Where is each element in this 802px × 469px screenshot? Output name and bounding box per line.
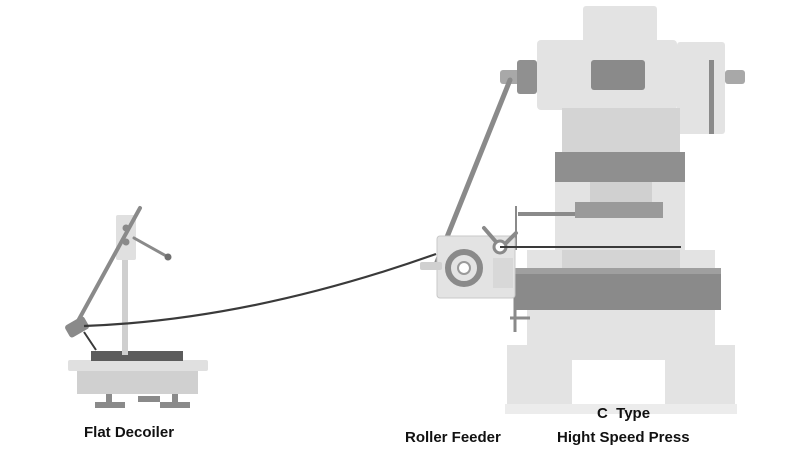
press-slide-frame xyxy=(562,108,680,158)
label-press-type: C Type xyxy=(597,405,651,422)
press-crown-side-box xyxy=(677,42,725,134)
feeder-adjuster-arm-left xyxy=(482,226,499,245)
press-lower-die xyxy=(562,250,680,270)
roller-feeder xyxy=(420,77,518,299)
press-bolster-front xyxy=(515,268,721,274)
decoiler-foot-mid xyxy=(138,396,160,402)
press-right-shaft xyxy=(725,70,745,84)
decoiler-mast xyxy=(122,255,128,355)
label-roller-feeder: Roller Feeder xyxy=(405,429,501,446)
feeder-right-bracket xyxy=(493,258,513,288)
label-press-name: Hight Speed Press xyxy=(557,429,690,446)
decoiler-balance-arm xyxy=(132,236,170,259)
press-left-shaft xyxy=(500,70,522,84)
c-type-press xyxy=(500,6,745,414)
press-bolster xyxy=(515,268,721,310)
decoiler-table xyxy=(68,360,208,371)
press-crown-window xyxy=(591,60,645,90)
decoiler-tension-roller xyxy=(65,316,89,338)
decoiler-base xyxy=(77,370,198,394)
flat-decoiler xyxy=(65,206,208,408)
press-crown-top xyxy=(583,6,657,46)
press-base-plate xyxy=(505,404,737,414)
press-left-hub xyxy=(517,60,537,94)
decoiler-foot-post-right xyxy=(172,392,178,404)
feeder-roller-hub xyxy=(457,261,471,275)
press-slide-block xyxy=(555,152,685,182)
decoiler-coil-plate xyxy=(91,351,183,361)
press-ram-neck xyxy=(590,182,652,202)
decoiler-foot-post-left xyxy=(106,392,112,404)
decoiler-foot-right xyxy=(160,402,190,408)
material-strip xyxy=(83,252,437,328)
decoiler-balance-weight xyxy=(164,253,172,261)
decoiler-roller-link xyxy=(83,331,97,351)
feeder-drive-rod xyxy=(434,77,513,265)
decoiler-swing-arm xyxy=(70,206,142,334)
decoiler-foot-left xyxy=(95,402,125,408)
press-crown-side-bar xyxy=(709,60,714,134)
label-flat-decoiler: Flat Decoiler xyxy=(84,424,175,441)
feeder-side-arm xyxy=(420,262,442,270)
press-upper-die xyxy=(575,202,663,218)
